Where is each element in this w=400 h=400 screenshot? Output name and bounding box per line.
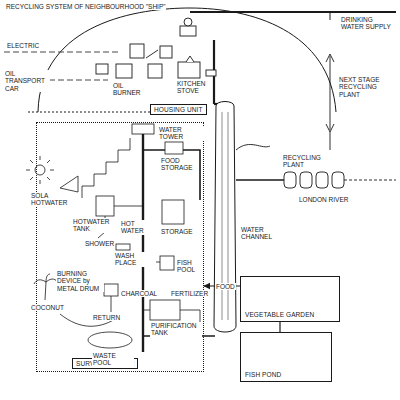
sketch-label: BURNING DEVICE by METAL DRUM (56, 270, 104, 292)
recycling-plant (236, 54, 396, 188)
household-appliances-part (160, 46, 172, 58)
sketch-label: PURIFICATION TANK (150, 322, 202, 337)
recycling-plant-part (326, 54, 334, 132)
recycling-plant-part (330, 132, 331, 150)
household-appliances-part (116, 64, 132, 78)
sketch-label: FERTILIZER (170, 290, 208, 297)
supply-lines-part (190, 11, 396, 13)
survival-tower-plumbing (60, 124, 215, 352)
sketch-label: WATER TOWER (158, 126, 204, 141)
survival-tower-plumbing-part (160, 256, 174, 270)
supply-lines (4, 12, 396, 104)
recycling-plant-part (344, 180, 396, 181)
solar-collector-part (60, 176, 78, 192)
supply-lines-part (4, 52, 120, 53)
survival-tower-plumbing-part (143, 150, 200, 200)
household-appliances-part (178, 62, 200, 78)
household-appliances-part (96, 64, 108, 74)
household-appliances-part (206, 70, 216, 76)
household-appliances-part (180, 26, 196, 36)
sketch-label: FISH POOL (176, 259, 202, 274)
sketch-label: CHARCOAL (120, 290, 156, 297)
waste-pool-part (88, 332, 132, 348)
survival-tower-plumbing-part (96, 196, 114, 216)
survival-tower-plumbing-part (116, 244, 130, 250)
survival-tower-plumbing-part (82, 138, 130, 198)
diagram-title: RECYCLING SYSTEM OF NEIGHBOURHOOD "SHIP" (6, 3, 166, 10)
supply-lines-part (330, 12, 331, 20)
sketch-label: RECYCLING PLANT (282, 154, 324, 169)
water-channel (214, 102, 236, 333)
sketch-label: FOOD STORAGE (160, 157, 194, 172)
sketch-label: SHOWER (84, 240, 115, 247)
solar-collector-part (26, 156, 54, 184)
sketch-label: WATER CHANNEL (240, 226, 286, 241)
survival-tower-plumbing-part (165, 142, 183, 154)
housing-dome (28, 8, 336, 112)
sketch-label: LONDON RIVER (298, 196, 349, 203)
household-appliances-part (184, 18, 192, 26)
waste-pool (88, 332, 132, 348)
coconut-tree (34, 274, 58, 300)
recycling-plant-part (300, 172, 312, 188)
fish-pond-box: FISH POND (240, 332, 332, 382)
household-appliances-part (148, 64, 162, 78)
recycling-plant-part (284, 172, 296, 188)
sketch-label: NEXT STAGE RECYCLING PLANT (338, 76, 396, 98)
recycling-plant-part (236, 179, 284, 180)
recycling-plant-part (330, 56, 331, 130)
survival-tower-plumbing-part (142, 134, 144, 352)
sketch-label: WASTE POOL (92, 352, 134, 367)
survival-tower-plumbing-part (132, 124, 154, 134)
flow-label: FOOD (215, 283, 236, 290)
node-text: FISH POND (245, 371, 281, 378)
sketch-label: OIL TRANSPORT CAR (4, 70, 50, 92)
household-appliances-part (146, 50, 158, 58)
household-appliances-part (130, 44, 144, 58)
sketch-label: STORAGE (160, 228, 194, 235)
sketch-label: DRINKING WATER SUPPLY (340, 16, 398, 31)
vegetable-garden-box: VEGETABLE GARDEN (240, 276, 340, 322)
recycling-plant-part (316, 172, 328, 188)
flow-line (279, 322, 280, 332)
node-text: VEGETABLE GARDEN (245, 311, 314, 318)
survival-tower-plumbing-part (162, 200, 184, 224)
housing-unit-tag: HOUSING UNIT (150, 104, 207, 115)
solar-collector (26, 156, 78, 192)
coconut-tree-part (34, 274, 58, 300)
survival-tower-plumbing-part (111, 296, 112, 312)
recycling-plant-part (332, 172, 344, 188)
node-text: HOUSING UNIT (154, 106, 203, 113)
sketch-label: COCONUT (30, 304, 65, 311)
water-channel-part (214, 102, 236, 333)
sketch-label: HOTWATER TANK (72, 218, 106, 233)
household-appliances-part (186, 56, 194, 62)
sketch-label: ELECTRIC (6, 42, 40, 49)
survival-tower-plumbing-part (150, 300, 180, 320)
sketch-label: SOLA HOTWATER (30, 192, 72, 207)
sketch-label: HOT WATER (120, 220, 146, 235)
sketch-label: WASH PLACE (114, 252, 156, 267)
survival-tower-plumbing-part (104, 284, 118, 296)
recycling-plant-part (236, 145, 270, 150)
sketch-label: KITCHEN STOVE (176, 80, 208, 95)
survival-tower-plumbing-part (114, 206, 143, 207)
household-appliances (96, 18, 216, 78)
housing-dome-part (38, 8, 336, 112)
sketch-label: RETURN (92, 314, 121, 321)
sketch-label: OIL BURNER (112, 82, 144, 97)
